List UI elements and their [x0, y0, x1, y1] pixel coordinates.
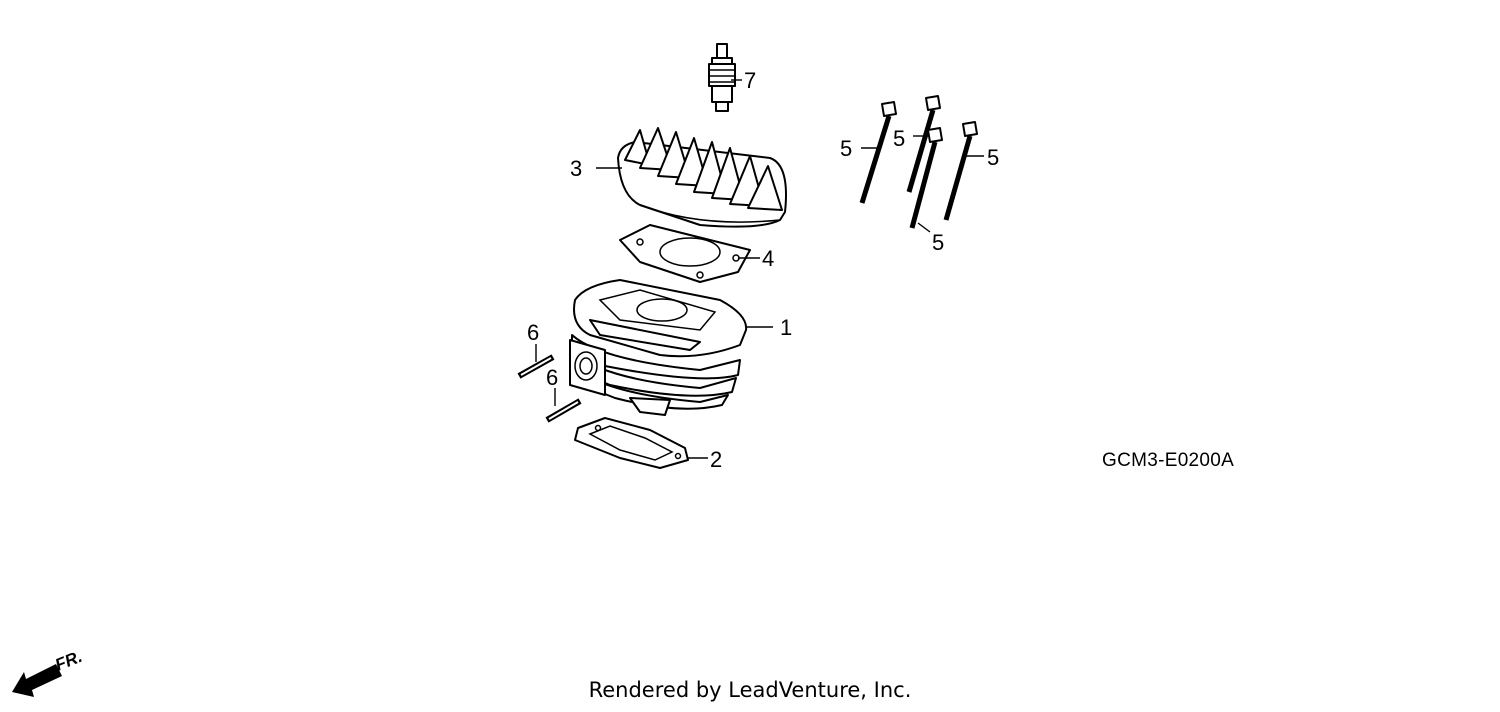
callout-2: 2: [710, 447, 722, 472]
callout-3: 3: [570, 156, 582, 181]
callout-1: 1: [780, 315, 792, 340]
callout-4: 4: [762, 246, 774, 271]
head-gasket[interactable]: [619, 224, 751, 283]
stud-upper[interactable]: [517, 354, 555, 379]
callout-5-c: 5: [932, 230, 944, 255]
bolt-c[interactable]: [909, 127, 943, 229]
callout-6-lower: 6: [546, 365, 558, 390]
drawing-code: GCM3-E0200A: [1102, 450, 1235, 471]
base-gasket[interactable]: [574, 417, 689, 469]
bolt-b[interactable]: [906, 95, 941, 193]
callout-6-upper: 6: [527, 320, 539, 345]
footer-credit: Rendered by LeadVenture, Inc.: [588, 678, 912, 702]
bolt-d[interactable]: [943, 121, 978, 221]
callout-5-d: 5: [987, 145, 999, 170]
cylinder-head[interactable]: [617, 127, 787, 228]
callout-5-b: 5: [893, 126, 905, 151]
direction-label: FR.: [52, 647, 85, 675]
bolt-a[interactable]: [859, 101, 897, 204]
stud-lower[interactable]: [545, 398, 582, 423]
callout-7: 7: [744, 68, 756, 93]
spark-plug[interactable]: [708, 43, 736, 112]
callout-5-a: 5: [840, 136, 852, 161]
cylinder[interactable]: [569, 279, 748, 416]
